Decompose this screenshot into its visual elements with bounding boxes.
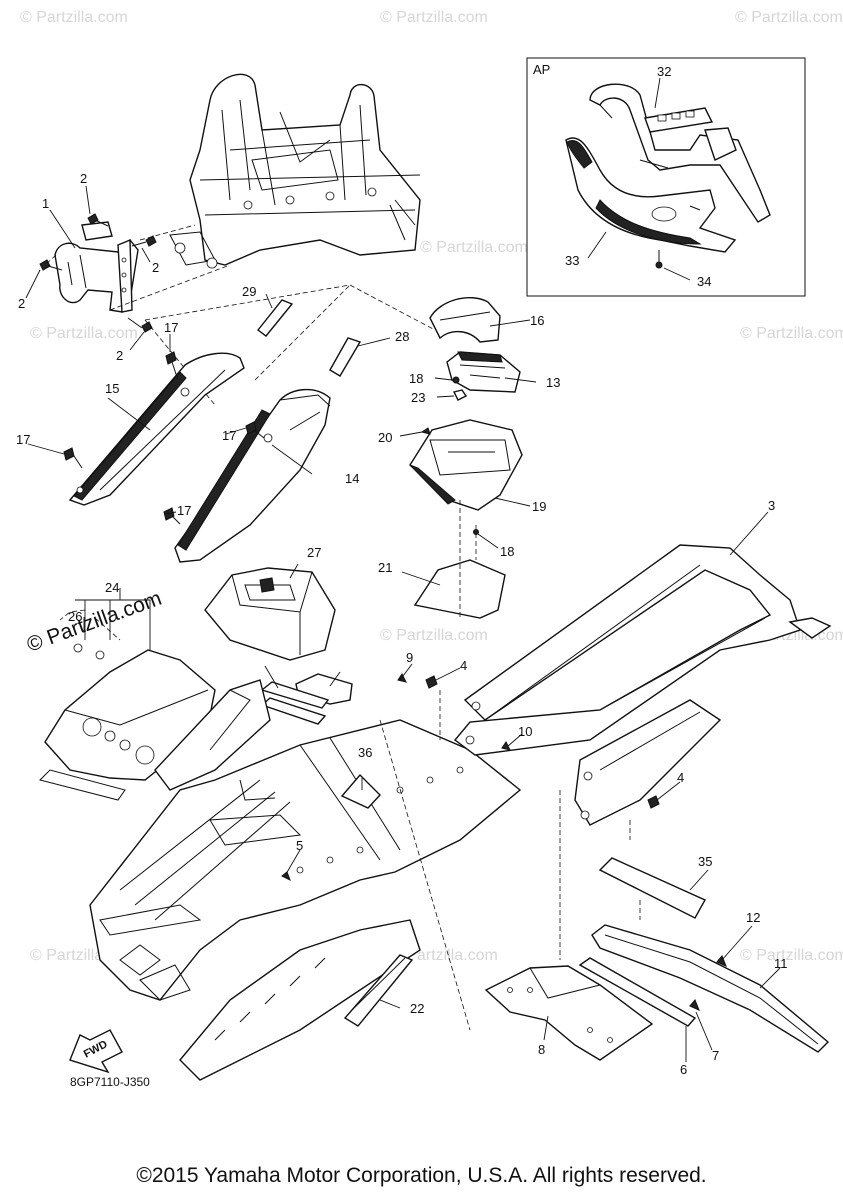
bolt-4a xyxy=(425,675,438,689)
rivet-20 xyxy=(420,427,431,435)
rivet-5 xyxy=(281,871,291,882)
callout-1: 1 xyxy=(42,196,49,211)
grip-22 xyxy=(343,954,414,1027)
strip-6 xyxy=(578,957,697,1027)
bracket-24 xyxy=(39,643,271,801)
watermark: © Partzilla.com xyxy=(380,9,488,26)
box-27 xyxy=(204,567,336,661)
callout-17: 17 xyxy=(164,320,178,335)
callout-19: 19 xyxy=(532,499,546,514)
diagram-code: 8GP7110-J350 xyxy=(70,1075,150,1089)
rivet-12 xyxy=(716,955,727,967)
callout-10: 10 xyxy=(518,724,532,739)
bolt-4b xyxy=(647,795,660,809)
callout-12: 12 xyxy=(746,910,760,925)
callout-2: 2 xyxy=(116,348,123,363)
chassis xyxy=(89,719,522,1081)
inset-ap: AP 32 33 34 xyxy=(526,57,806,297)
nut-23 xyxy=(452,389,468,401)
callout-15: 15 xyxy=(105,381,119,396)
callout-27: 27 xyxy=(307,545,321,560)
rail-11 xyxy=(591,924,830,1053)
callout-2: 2 xyxy=(152,260,159,275)
rear-rail-3 xyxy=(453,544,832,826)
callout-14: 14 xyxy=(345,471,359,486)
copyright-notice: ©2015 Yamaha Motor Corporation, U.S.A. A… xyxy=(136,1164,707,1187)
callout-13: 13 xyxy=(546,375,560,390)
rivet-7 xyxy=(689,999,700,1011)
callout-21: 21 xyxy=(378,560,392,575)
callout-7: 7 xyxy=(712,1048,719,1063)
callout-18: 18 xyxy=(500,544,514,559)
side-cover-15 xyxy=(68,352,245,506)
callouts: 1 2 2 2 2 3 4 4 5 6 7 8 9 10 11 12 13 14… xyxy=(16,171,788,1077)
part-28 xyxy=(329,337,362,377)
callout-28: 28 xyxy=(395,329,409,344)
watermark: © Partzilla.com xyxy=(20,9,128,26)
watermark: © Partzilla.com xyxy=(380,627,488,644)
callout-32: 34 xyxy=(697,274,711,289)
washer-18 xyxy=(452,376,460,384)
callout-17: 17 xyxy=(177,503,191,518)
watermark: © Partzilla.com xyxy=(420,239,528,256)
callout-17: 17 xyxy=(222,428,236,443)
callout-2: 2 xyxy=(18,296,25,311)
strips-36 xyxy=(260,681,330,725)
callout-22: 22 xyxy=(410,1001,424,1016)
callout-5: 5 xyxy=(296,838,303,853)
fwd-arrow: FWD xyxy=(69,1029,123,1074)
callout-6: 6 xyxy=(680,1062,687,1077)
large-watermark: © Partzilla.com xyxy=(24,587,165,657)
callout-33: 35 xyxy=(698,854,712,869)
callout-3: 3 xyxy=(768,498,775,513)
inset-label: AP xyxy=(533,62,550,77)
watermark: © Partzilla.com xyxy=(735,9,843,26)
callout-4: 4 xyxy=(677,770,684,785)
callout-26: 26 xyxy=(68,609,82,624)
callout-18: 18 xyxy=(409,371,423,386)
callout-9: 9 xyxy=(406,650,413,665)
front-bracket xyxy=(54,221,139,313)
part-29 xyxy=(257,299,294,337)
callout-34: 36 xyxy=(358,745,372,760)
callout-23: 23 xyxy=(411,390,425,405)
callout-17: 17 xyxy=(16,432,30,447)
side-cover-14 xyxy=(174,388,331,563)
callout-29: 29 xyxy=(242,284,256,299)
pad-33 xyxy=(598,857,706,919)
callout-24: 24 xyxy=(105,580,119,595)
callout-31: 33 xyxy=(565,253,579,268)
exploded-view-svg: © Partzilla.com © Partzilla.com © Partzi… xyxy=(16,9,843,1081)
bolt xyxy=(655,250,663,269)
callout-20: 20 xyxy=(378,430,392,445)
bracket-13 xyxy=(446,351,521,393)
callout-11: 11 xyxy=(774,956,788,971)
bracket-19 xyxy=(409,419,523,511)
cover-16 xyxy=(429,297,501,343)
callout-30: 32 xyxy=(657,64,671,79)
leader-lines xyxy=(25,185,781,1062)
callout-8: 8 xyxy=(538,1042,545,1057)
watermark: © Partzilla.com xyxy=(30,325,138,342)
plate-8 xyxy=(484,965,654,1061)
screws-17 xyxy=(63,351,265,525)
bracket-34 xyxy=(340,773,381,809)
frame-top xyxy=(169,73,421,269)
watermark: © Partzilla.com xyxy=(740,325,843,342)
callout-2: 2 xyxy=(80,171,87,186)
callout-4: 4 xyxy=(460,658,467,673)
callout-16: 16 xyxy=(530,313,544,328)
watermark: © Partzilla.com xyxy=(740,947,843,964)
